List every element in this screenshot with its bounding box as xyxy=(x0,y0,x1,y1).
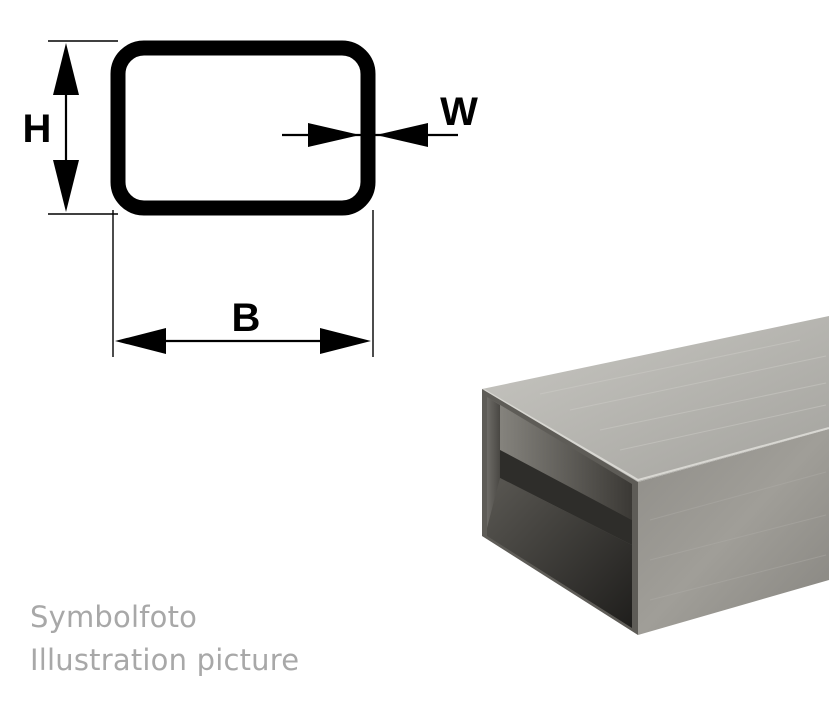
width-dimension: B xyxy=(112,210,374,357)
height-label: H xyxy=(23,107,52,151)
steel-tube-illustration xyxy=(482,316,829,635)
side-texture xyxy=(649,471,827,601)
wall-dimension: W xyxy=(282,90,478,147)
height-dimension: H xyxy=(23,40,118,215)
cross-section xyxy=(110,40,376,216)
wall-arrow-left xyxy=(308,123,360,147)
height-arrow-bottom xyxy=(53,160,79,212)
wall-arrow-right xyxy=(376,123,428,147)
caption-line-english: Illustration picture xyxy=(30,643,300,677)
wall-label: W xyxy=(440,90,478,134)
tube-inner-bottom xyxy=(487,478,632,628)
height-arrow-top xyxy=(53,43,79,95)
width-arrow-right xyxy=(320,328,371,354)
tube-side-face xyxy=(638,429,829,635)
tube-inner-shadow xyxy=(500,450,632,545)
illustration-caption: Symbolfoto Illustration picture xyxy=(30,596,299,682)
tube-section-outline xyxy=(110,40,376,216)
caption-line-german: Symbolfoto xyxy=(30,600,198,634)
brushed-texture xyxy=(539,339,827,451)
width-arrow-left xyxy=(115,328,166,354)
tube-inner-top xyxy=(487,397,632,520)
width-label: B xyxy=(232,296,261,340)
tube-edge-highlight xyxy=(483,389,829,482)
